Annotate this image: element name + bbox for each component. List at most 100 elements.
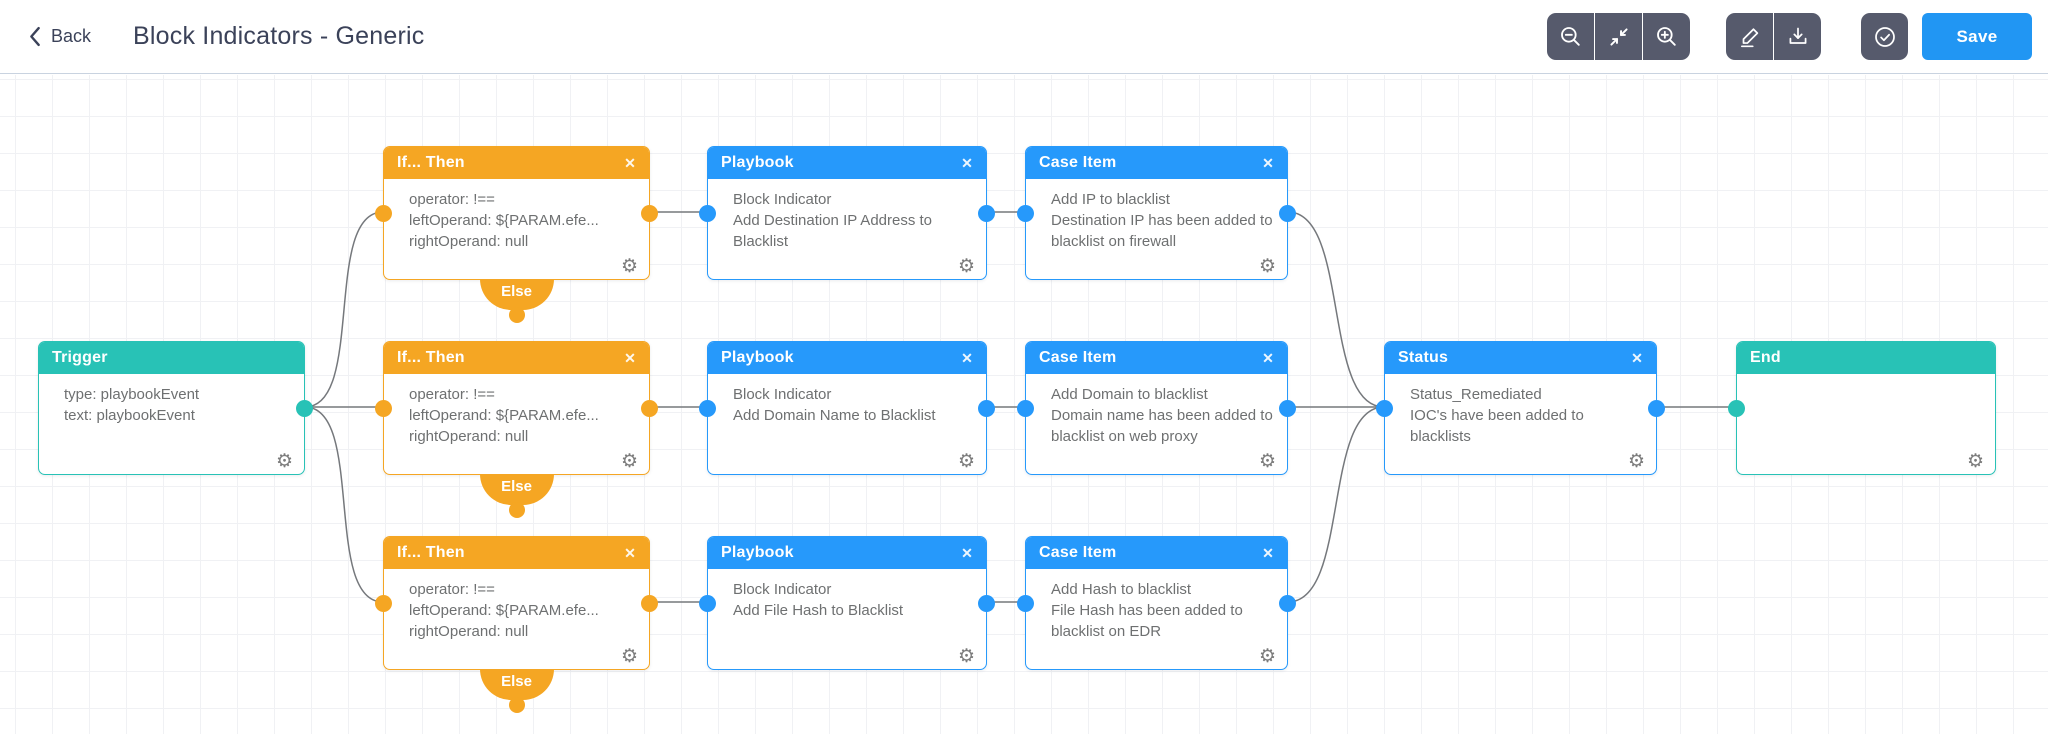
settings-gear-icon[interactable]: ⚙ (620, 256, 638, 277)
input-port[interactable] (1017, 400, 1034, 417)
node-case3[interactable]: Case Item ✕ Add Hash to blacklist File H… (1017, 536, 1296, 670)
settings-gear-icon[interactable]: ⚙ (1258, 646, 1276, 667)
settings-gear-icon[interactable]: ⚙ (1258, 256, 1276, 277)
output-port[interactable] (1279, 595, 1296, 612)
else-port[interactable] (508, 502, 525, 518)
zoom-in-button[interactable] (1643, 13, 1690, 60)
output-port[interactable] (978, 400, 995, 417)
node-line: text: playbookEvent (64, 407, 195, 424)
download-button[interactable] (1774, 13, 1821, 60)
edge-trigger-if1 (304, 211, 384, 408)
input-port[interactable] (699, 595, 716, 612)
chevron-left-icon (30, 26, 40, 47)
close-icon[interactable]: ✕ (624, 155, 636, 171)
edit-tools-group (1726, 13, 1821, 60)
pencil-icon (1740, 27, 1758, 47)
output-port[interactable] (978, 595, 995, 612)
output-port[interactable] (978, 205, 995, 222)
node-playbook3[interactable]: Playbook ✕ Block Indicator Add File Hash… (699, 536, 995, 670)
output-port[interactable] (641, 205, 658, 222)
node-line: Add IP to blacklist (1051, 191, 1170, 208)
input-port[interactable] (375, 205, 392, 222)
node-line: rightOperand: null (409, 623, 529, 640)
close-icon[interactable]: ✕ (624, 350, 636, 366)
close-icon[interactable]: ✕ (1262, 155, 1274, 171)
node-body: operator: !== leftOperand: ${PARAM.efe..… (384, 569, 649, 642)
input-port[interactable] (699, 205, 716, 222)
output-port[interactable] (1648, 400, 1665, 417)
node-title: Case Item (1039, 349, 1117, 366)
node-playbook2[interactable]: Playbook ✕ Block Indicator Add Domain Na… (699, 341, 995, 475)
settings-gear-icon[interactable]: ⚙ (620, 451, 638, 472)
check-circle-icon (1874, 26, 1895, 47)
node-playbook1[interactable]: Playbook ✕ Block Indicator Add Destinati… (699, 146, 995, 280)
input-port[interactable] (375, 400, 392, 417)
node-line: Block Indicator (733, 191, 832, 208)
node-line: Destination IP has been added to blackli… (1051, 212, 1273, 250)
zoom-out-button[interactable] (1547, 13, 1594, 60)
edge-trigger-if3 (304, 406, 384, 603)
node-header: Playbook ✕ (708, 147, 986, 179)
zoom-out-icon (1560, 26, 1580, 46)
back-button[interactable]: Back (28, 26, 91, 47)
edit-button[interactable] (1726, 13, 1773, 60)
node-title: Playbook (721, 154, 794, 171)
settings-gear-icon[interactable]: ⚙ (957, 451, 975, 472)
node-case1[interactable]: Case Item ✕ Add IP to blacklist Destinat… (1017, 146, 1296, 280)
fit-view-icon (1609, 27, 1628, 46)
settings-gear-icon[interactable]: ⚙ (1966, 451, 1984, 472)
close-icon[interactable]: ✕ (961, 350, 973, 366)
input-port[interactable] (1017, 595, 1034, 612)
node-line: leftOperand: ${PARAM.efe... (409, 602, 599, 619)
close-icon[interactable]: ✕ (961, 545, 973, 561)
workflow-canvas[interactable]: Trigger type: playbookEvent text: playbo… (0, 75, 2048, 734)
settings-gear-icon[interactable]: ⚙ (957, 256, 975, 277)
node-line: File Hash has been added to blacklist on… (1051, 602, 1243, 640)
input-port[interactable] (375, 595, 392, 612)
close-icon[interactable]: ✕ (961, 155, 973, 171)
input-port[interactable] (699, 400, 716, 417)
close-icon[interactable]: ✕ (624, 545, 636, 561)
output-port[interactable] (641, 595, 658, 612)
output-port[interactable] (641, 400, 658, 417)
node-if2[interactable]: If... Then ✕ operator: !== leftOperand: … (375, 341, 658, 518)
node-title: If... Then (397, 154, 465, 171)
node-line: IOC's have been added to blacklists (1410, 407, 1584, 445)
settings-gear-icon[interactable]: ⚙ (957, 646, 975, 667)
node-if3[interactable]: If... Then ✕ operator: !== leftOperand: … (375, 536, 658, 713)
node-line: leftOperand: ${PARAM.efe... (409, 212, 599, 229)
node-header: If... Then ✕ (384, 537, 649, 569)
input-port[interactable] (1376, 400, 1393, 417)
input-port[interactable] (1728, 400, 1745, 417)
node-header: Case Item ✕ (1026, 342, 1287, 374)
settings-gear-icon[interactable]: ⚙ (620, 646, 638, 667)
output-port[interactable] (296, 400, 313, 417)
validate-button[interactable] (1861, 13, 1908, 60)
node-line: Block Indicator (733, 581, 832, 598)
node-title: Case Item (1039, 544, 1117, 561)
output-port[interactable] (1279, 400, 1296, 417)
zoom-in-icon (1656, 26, 1676, 46)
fit-view-button[interactable] (1595, 13, 1642, 60)
close-icon[interactable]: ✕ (1262, 350, 1274, 366)
else-port[interactable] (508, 307, 525, 323)
settings-gear-icon[interactable]: ⚙ (275, 451, 293, 472)
save-button[interactable]: Save (1922, 13, 2032, 60)
input-port[interactable] (1017, 205, 1034, 222)
output-port[interactable] (1279, 205, 1296, 222)
node-end[interactable]: End ⚙ (1728, 341, 1996, 475)
node-body (1737, 374, 1995, 384)
node-if1[interactable]: If... Then ✕ operator: !== leftOperand: … (375, 146, 658, 323)
node-trigger[interactable]: Trigger type: playbookEvent text: playbo… (38, 341, 313, 475)
settings-gear-icon[interactable]: ⚙ (1627, 451, 1645, 472)
node-line: Add Domain Name to Blacklist (733, 407, 936, 424)
node-line: Add Hash to blacklist (1051, 581, 1192, 598)
else-port[interactable] (508, 697, 525, 713)
settings-gear-icon[interactable]: ⚙ (1258, 451, 1276, 472)
else-branch-tab[interactable]: Else (479, 669, 554, 700)
node-title: If... Then (397, 544, 465, 561)
close-icon[interactable]: ✕ (1262, 545, 1274, 561)
node-case2[interactable]: Case Item ✕ Add Domain to blacklist Doma… (1017, 341, 1296, 475)
node-status[interactable]: Status ✕ Status_Remediated IOC's have be… (1376, 341, 1665, 475)
close-icon[interactable]: ✕ (1631, 350, 1643, 366)
